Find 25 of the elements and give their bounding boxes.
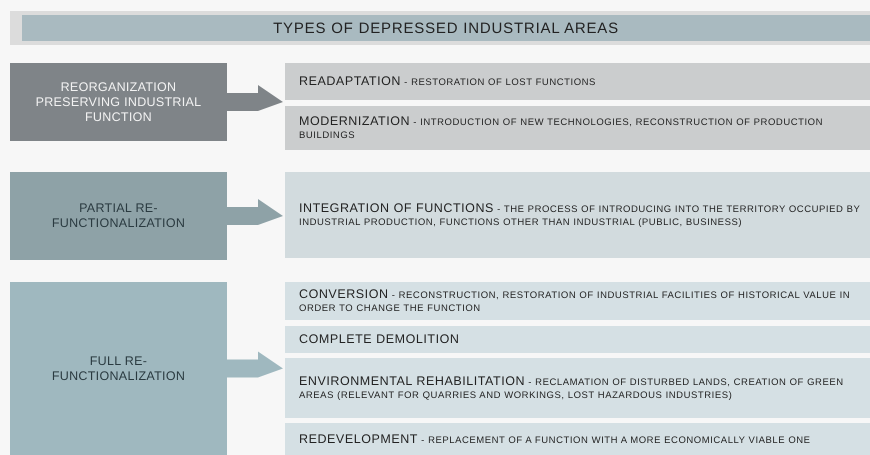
arrow <box>227 352 283 378</box>
description-box <box>285 423 870 455</box>
category-label: REORGANIZATION PRESERVING INDUSTRIAL FUNCTION <box>34 80 202 124</box>
description-box <box>285 172 870 258</box>
description-box <box>285 282 870 320</box>
description-text: READAPTATION - RESTORATION OF LOST FUNCTIONS <box>299 73 596 90</box>
description-text: COMPLETE DEMOLITION <box>299 331 460 348</box>
category-label: FULL RE-FUNCTIONALIZATION <box>50 354 186 384</box>
arrow <box>227 199 283 225</box>
description-text: REDEVELOPMENT - REPLACEMENT OF A FUNCTION WITH A MORE ECONOMICALLY VIABLE ONE <box>299 430 811 448</box>
category-box <box>10 282 227 455</box>
description-text: INTEGRATION OF FUNCTIONS - THE PROCESS OF INTRODUCING INTO THE TERRITORY OCCUPIED BY INDUSTRIAL PRODUCTION, FUNCTIONS OTHER THAN INDUSTRIAL (PUBLIC, BUSINESS) <box>299 200 862 230</box>
category-box <box>10 63 227 141</box>
description-box <box>285 326 870 353</box>
description-box <box>285 63 870 100</box>
title-banner <box>22 15 870 41</box>
title-text: TYPES OF DEPRESSED INDUSTRIAL AREAS <box>273 20 619 36</box>
description-text: CONVERSION - RECONSTRUCTION, RESTORATION OF INDUSTRIAL FACILITIES OF HISTORICAL VALUE IN ORDER TO CHANGE THE FUNCTION <box>299 286 852 316</box>
category-label: PARTIAL RE-FUNCTIONALIZATION <box>50 201 186 231</box>
description-box <box>285 106 870 150</box>
description-box <box>285 358 870 418</box>
description-text: ENVIRONMENTAL REHABILITATION - RECLAMATION OF DISTURBED LANDS, CREATION OF GREEN AREAS (RELEVANT FOR QUARRIES AND WORKINGS, LOST HAZARDOUS INDUSTRIES) <box>299 373 845 403</box>
description-text: MODERNIZATION - INTRODUCTION OF NEW TECHNOLOGIES, RECONSTRUCTION OF PRODUCTION BUILDINGS <box>299 113 824 143</box>
arrow <box>227 85 283 111</box>
category-box <box>10 172 227 260</box>
